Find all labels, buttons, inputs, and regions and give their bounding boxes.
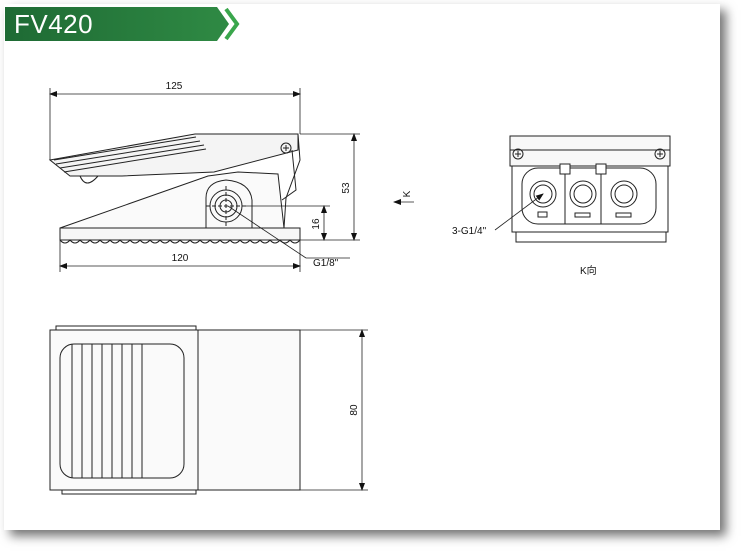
side-view-dimensions bbox=[49, 88, 414, 272]
k-view bbox=[494, 135, 671, 243]
page-title: FV420 bbox=[14, 9, 94, 39]
title-banner bbox=[5, 7, 240, 41]
dim-length-bottom: 120 bbox=[172, 253, 189, 264]
dim-port-height: 16 bbox=[311, 218, 322, 230]
k-view-caption: K向 bbox=[580, 264, 597, 277]
dim-length-top: 125 bbox=[166, 81, 183, 92]
top-view bbox=[49, 325, 301, 495]
dim-width: 80 bbox=[349, 404, 360, 416]
dim-height: 53 bbox=[341, 182, 352, 194]
port-label-3g14: 3-G1/4" bbox=[452, 226, 487, 237]
view-arrow-label: K bbox=[402, 190, 413, 197]
top-view-dimensions bbox=[300, 329, 368, 491]
port-label-g18: G1/8" bbox=[313, 258, 339, 269]
side-view bbox=[48, 133, 301, 244]
